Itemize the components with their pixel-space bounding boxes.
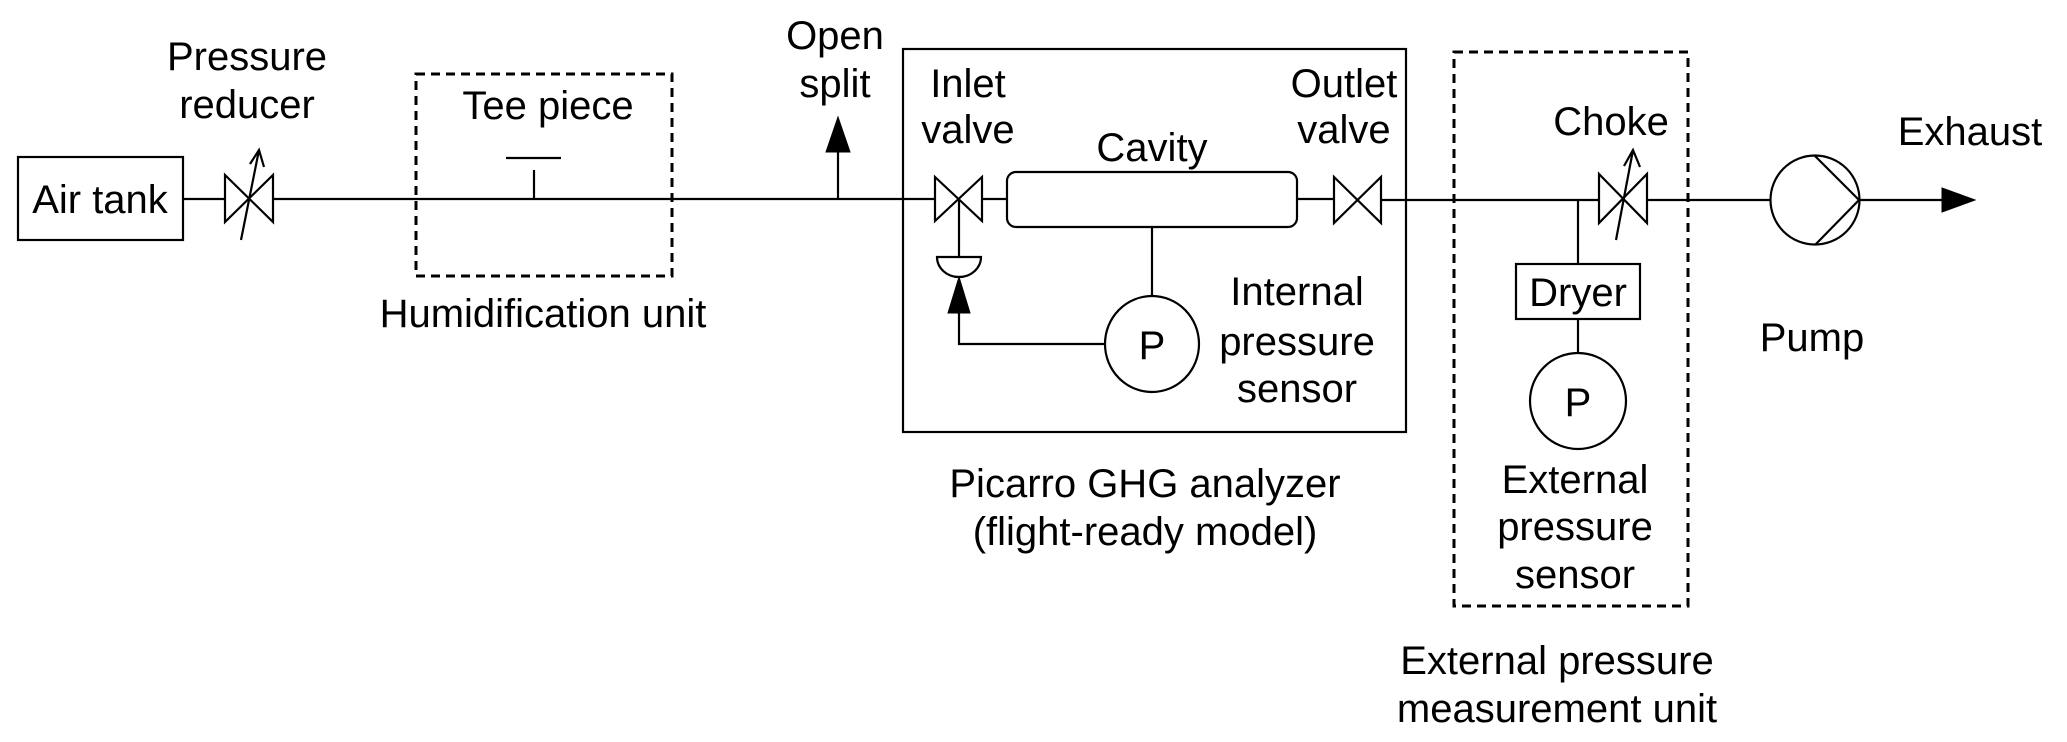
pump-impeller-icon: [1814, 155, 1861, 246]
internal-pressure-sensor-symbol: P: [1139, 324, 1166, 368]
cavity-label: Cavity: [1096, 126, 1207, 170]
outlet-valve-label-1: Outlet: [1291, 62, 1398, 106]
tee-piece-label: Tee piece: [462, 84, 633, 128]
external-unit-label-2: measurement unit: [1397, 687, 1717, 731]
choke-adjust-arrow-icon: [1614, 149, 1635, 241]
open-split-label-1: Open: [786, 14, 884, 58]
open-split-label-2: split: [799, 62, 870, 106]
outlet-valve-label-2: valve: [1297, 108, 1390, 152]
cavity: [1005, 170, 1299, 229]
outlet-valve-icon: [1332, 174, 1383, 226]
external-pressure-unit: Choke Dryer P External pressure sensor E…: [1397, 50, 1717, 731]
external-unit-label-1: External pressure: [1400, 639, 1713, 683]
exhaust-label: Exhaust: [1898, 110, 2043, 154]
adjustable-arrowhead-icon: [249, 147, 266, 168]
picarro-analyzer: Inlet valve Cavity P Internal pressure s…: [901, 47, 1408, 554]
picarro-label-1: Picarro GHG analyzer: [949, 462, 1340, 506]
external-sensor-label-1: External: [1502, 458, 1649, 502]
main-flow-line: [183, 197, 1945, 202]
external-pressure-unit-boundary: [1452, 50, 1690, 608]
external-sensor-label-2: pressure: [1497, 505, 1653, 549]
pump-icon: [1769, 154, 1861, 246]
choke-label: Choke: [1553, 100, 1669, 144]
open-split-arrow-icon: [825, 115, 851, 153]
air-tank-label: Air tank: [32, 178, 169, 222]
humidification-unit-label: Humidification unit: [380, 292, 707, 336]
valve-actuator-icon: [935, 255, 983, 279]
external-sensor-label-3: sensor: [1515, 553, 1635, 597]
pump-label: Pump: [1760, 316, 1865, 360]
internal-sensor-label-1: Internal: [1230, 270, 1363, 314]
open-split: Open split: [786, 14, 884, 199]
exhaust-arrow-icon: [1941, 187, 1977, 213]
external-pressure-sensor-icon: [1528, 351, 1628, 451]
inlet-valve-label-1: Inlet: [930, 62, 1006, 106]
pressure-reducer-valve-icon: [223, 172, 275, 225]
choke-valve-icon: [1597, 171, 1649, 226]
pump: Pump: [1760, 154, 1865, 360]
adjustable-arrow-icon: [239, 149, 261, 241]
pressure-reducer-label-2: reducer: [179, 83, 315, 127]
inlet-valve-icon: [933, 174, 984, 224]
air-tank: Air tank: [16, 155, 185, 242]
feedback-signal-line: [957, 310, 1104, 346]
feedback-arrow-icon: [947, 275, 971, 314]
internal-sensor-label-3: sensor: [1237, 367, 1357, 411]
internal-sensor-label-2: pressure: [1219, 320, 1375, 364]
internal-pressure-sensor-icon: [1103, 294, 1201, 394]
humidification-unit-boundary: [414, 72, 674, 278]
external-pressure-sensor-symbol: P: [1565, 381, 1592, 425]
picarro-label-2: (flight-ready model): [973, 510, 1318, 554]
pressure-reducer-label-1: Pressure: [167, 35, 327, 79]
air-tank-box: [16, 155, 185, 242]
pressure-reducer: Pressure reducer: [167, 35, 327, 241]
dryer-label: Dryer: [1529, 271, 1627, 315]
exhaust: Exhaust: [1898, 110, 2043, 213]
picarro-analyzer-boundary: [901, 47, 1408, 434]
inlet-valve-label-2: valve: [921, 108, 1014, 152]
humidification-unit: Tee piece Humidification unit: [380, 72, 707, 336]
choke-adjust-arrowhead-icon: [1623, 147, 1642, 168]
